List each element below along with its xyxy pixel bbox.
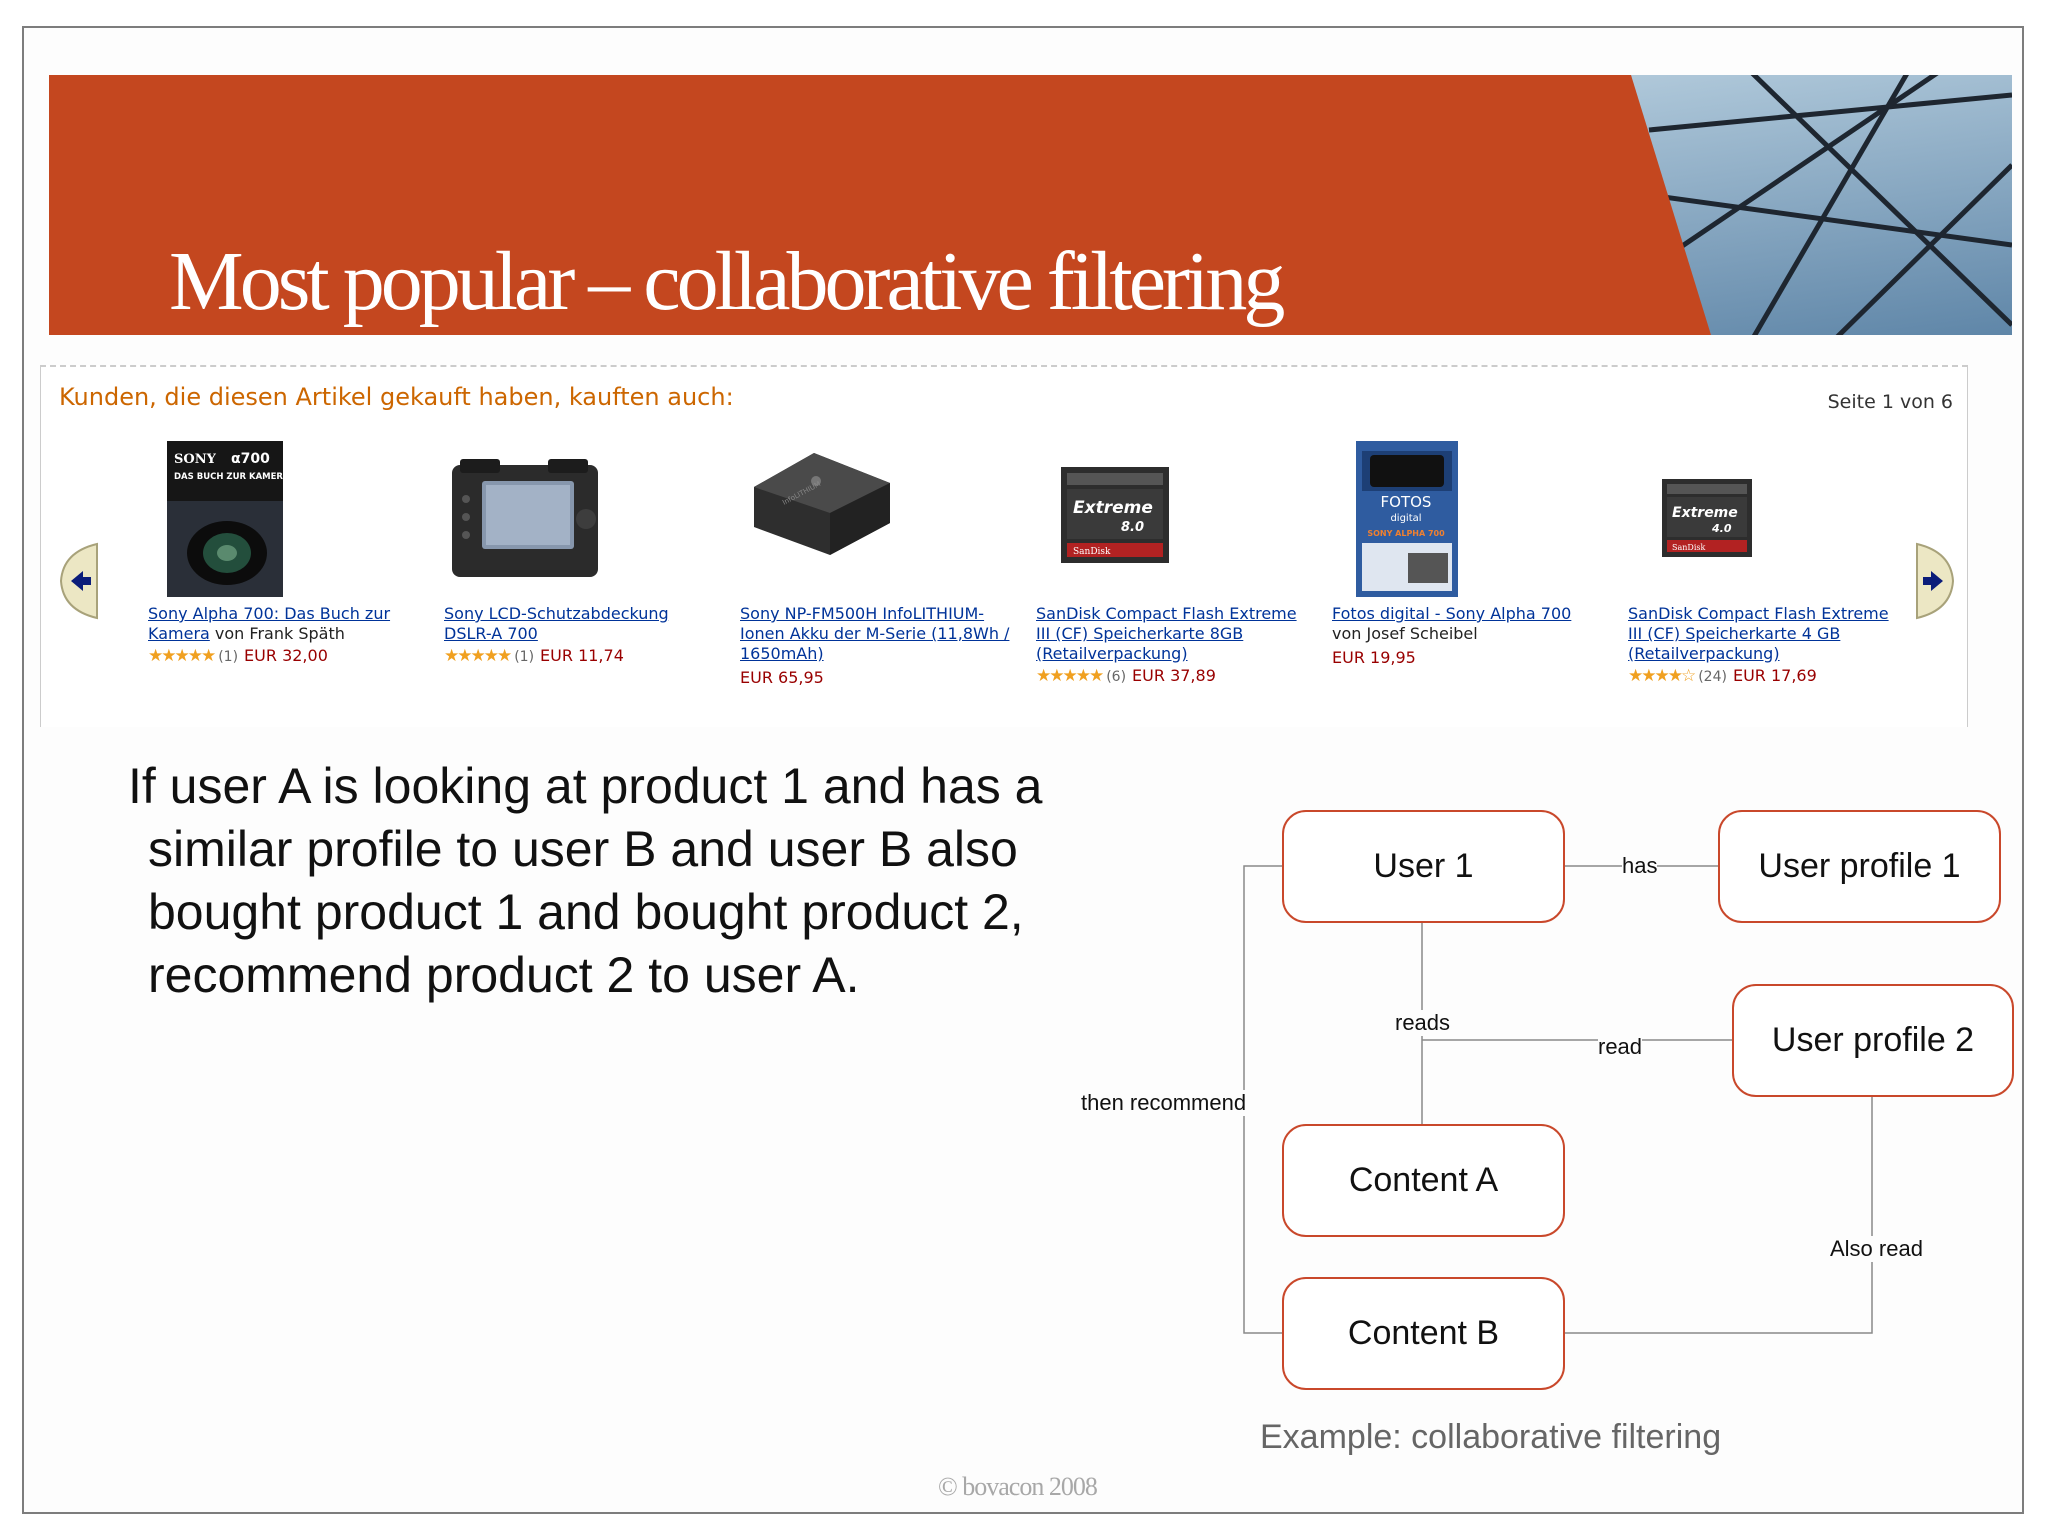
svg-text:Extreme: Extreme (1073, 498, 1153, 518)
book-cover-image[interactable]: SONY α700 DAS BUCH ZUR KAMERA (167, 441, 283, 597)
edge-label-then-recommend: then recommend (1081, 1090, 1247, 1116)
review-count[interactable]: (1) (218, 649, 239, 665)
product-link[interactable]: Sony LCD-Schutzabdeckung DSLR-A 700 (444, 604, 669, 643)
product-author: von Frank Späth (214, 624, 345, 643)
product-price: EUR 17,69 (1732, 666, 1817, 685)
product-price: EUR 65,95 (740, 668, 824, 687)
svg-text:digital: digital (1390, 513, 1421, 524)
node-content-a: Content A (1282, 1124, 1565, 1237)
banner-background (49, 75, 2012, 335)
recommendation-panel: Kunden, die diesen Artikel gekauft haben… (40, 365, 1968, 727)
product-price: EUR 32,00 (244, 646, 328, 665)
product-info: SanDisk Compact Flash Extreme III (CF) S… (1036, 604, 1306, 687)
product-info: Fotos digital - Sony Alpha 700 von Josef… (1332, 604, 1602, 668)
copyright-notice: © bovacon 2008 (938, 1472, 1098, 1501)
product-info: Sony LCD-Schutzabdeckung DSLR-A 700 ★★★★… (444, 604, 714, 667)
svg-text:SanDisk: SanDisk (1672, 543, 1705, 552)
edge-label-has: has (1622, 853, 1658, 879)
arrow-right-icon[interactable] (1915, 542, 1955, 620)
product-link[interactable]: SanDisk Compact Flash Extreme III (CF) S… (1036, 604, 1297, 663)
svg-text:SONY ALPHA 700: SONY ALPHA 700 (1367, 529, 1445, 538)
product-price: EUR 11,74 (540, 646, 624, 665)
memory-card-image[interactable]: Extreme 4.0 SanDisk (1662, 479, 1752, 557)
product-link[interactable]: Sony Alpha 700: Das Buch zur Kamera (148, 604, 391, 643)
star-rating-icon[interactable]: ★★★★★ (148, 646, 216, 666)
explanation-text: If user A is looking at product 1 and ha… (128, 758, 1043, 1003)
slide-title: Most popular – collaborative filtering (169, 235, 1285, 328)
product-info: Sony NP-FM500H InfoLITHIUM-Ionen Akku de… (740, 604, 1010, 688)
svg-text:8.0: 8.0 (1121, 520, 1144, 535)
node-content-b: Content B (1282, 1277, 1565, 1390)
memory-card-image[interactable]: Extreme 8.0 SanDisk (1061, 467, 1169, 563)
page-indicator: Seite 1 von 6 (1827, 391, 1953, 413)
svg-text:4.0: 4.0 (1711, 522, 1732, 535)
review-count[interactable]: (24) (1698, 669, 1727, 685)
star-rating-icon[interactable]: ★★★★☆ (1628, 666, 1696, 686)
node-user-1: User 1 (1282, 810, 1565, 923)
edge-label-read: read (1598, 1034, 1643, 1060)
product-info: SanDisk Compact Flash Extreme III (CF) S… (1628, 604, 1898, 687)
product-price: EUR 19,95 (1332, 648, 1416, 667)
edge-label-reads: reads (1395, 1010, 1451, 1036)
product-link[interactable]: Fotos digital - Sony Alpha 700 (1332, 604, 1572, 623)
lcd-cover-image[interactable] (450, 459, 600, 579)
svg-text:SONY: SONY (174, 452, 217, 467)
review-count[interactable]: (1) (514, 649, 535, 665)
review-count[interactable]: (6) (1106, 669, 1127, 685)
diagram-caption: Example: collaborative filtering (1260, 1418, 1722, 1456)
arrow-left-icon[interactable] (59, 542, 99, 620)
svg-text:FOTOS: FOTOS (1381, 493, 1432, 511)
edge-then-recommend (1243, 865, 1282, 1334)
product-price: EUR 37,89 (1132, 666, 1216, 685)
svg-text:α700: α700 (231, 451, 270, 467)
edge-also-read (1565, 1097, 1873, 1334)
header-banner: Most popular – collaborative filtering (49, 75, 2012, 335)
product-author: von Josef Scheibel (1332, 624, 1478, 643)
star-rating-icon[interactable]: ★★★★★ (444, 646, 512, 666)
product-link[interactable]: Sony NP-FM500H InfoLITHIUM-Ionen Akku de… (740, 604, 1010, 663)
svg-text:DAS BUCH ZUR KAMERA: DAS BUCH ZUR KAMERA (174, 472, 283, 482)
node-user-profile-1: User profile 1 (1718, 810, 2001, 923)
book-cover-image[interactable]: FOTOS digital SONY ALPHA 700 (1356, 441, 1458, 597)
battery-image[interactable]: InfoLITHIUM (744, 447, 896, 559)
glass-building-image (1648, 75, 2012, 335)
panel-heading: Kunden, die diesen Artikel gekauft haben… (59, 383, 734, 411)
product-info: Sony Alpha 700: Das Buch zur Kamera von … (148, 604, 418, 667)
edge-label-also-read: Also read (1830, 1236, 1923, 1262)
banner-orange (49, 75, 1711, 335)
svg-text:SanDisk: SanDisk (1073, 547, 1111, 557)
node-user-profile-2: User profile 2 (1732, 984, 2014, 1097)
star-rating-icon[interactable]: ★★★★★ (1036, 666, 1104, 686)
product-link[interactable]: SanDisk Compact Flash Extreme III (CF) S… (1628, 604, 1889, 663)
svg-text:Extreme: Extreme (1672, 505, 1738, 521)
